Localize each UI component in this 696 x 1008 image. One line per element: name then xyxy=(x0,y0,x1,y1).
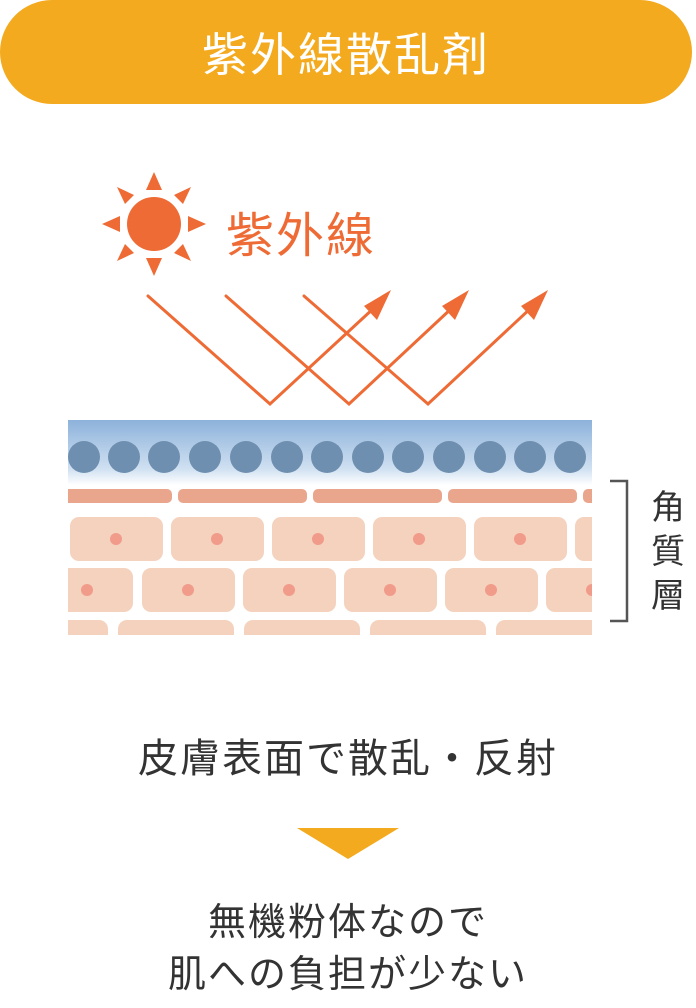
scatter-particles xyxy=(68,441,586,473)
result-line-1: 無機粉体なので xyxy=(207,900,488,944)
header-title: 紫外線散乱剤 xyxy=(202,28,490,82)
uv-rays xyxy=(146,294,534,407)
result-line-2: 肌への負担が少ない xyxy=(167,952,528,996)
layer-label-char: 質 xyxy=(651,532,685,572)
ray-arrowheads xyxy=(364,290,548,320)
stratum-corneum-line xyxy=(68,489,592,503)
header-banner xyxy=(0,0,692,104)
layer-label-char: 角 xyxy=(651,488,685,528)
scatter-caption: 皮膚表面で散乱・反射 xyxy=(138,736,558,782)
layer-label-char: 層 xyxy=(651,576,685,616)
stratum-corneum-label: 角 質 層 xyxy=(646,486,690,618)
result-caption: 無機粉体なので 肌への負担が少ない xyxy=(0,896,696,1000)
down-arrow-icon xyxy=(297,828,399,859)
sun-icon xyxy=(102,172,206,276)
cell-nuclei xyxy=(81,533,592,596)
uv-label: 紫外線 xyxy=(226,208,377,264)
skin-layers xyxy=(68,420,592,635)
layer-bracket xyxy=(610,479,629,623)
